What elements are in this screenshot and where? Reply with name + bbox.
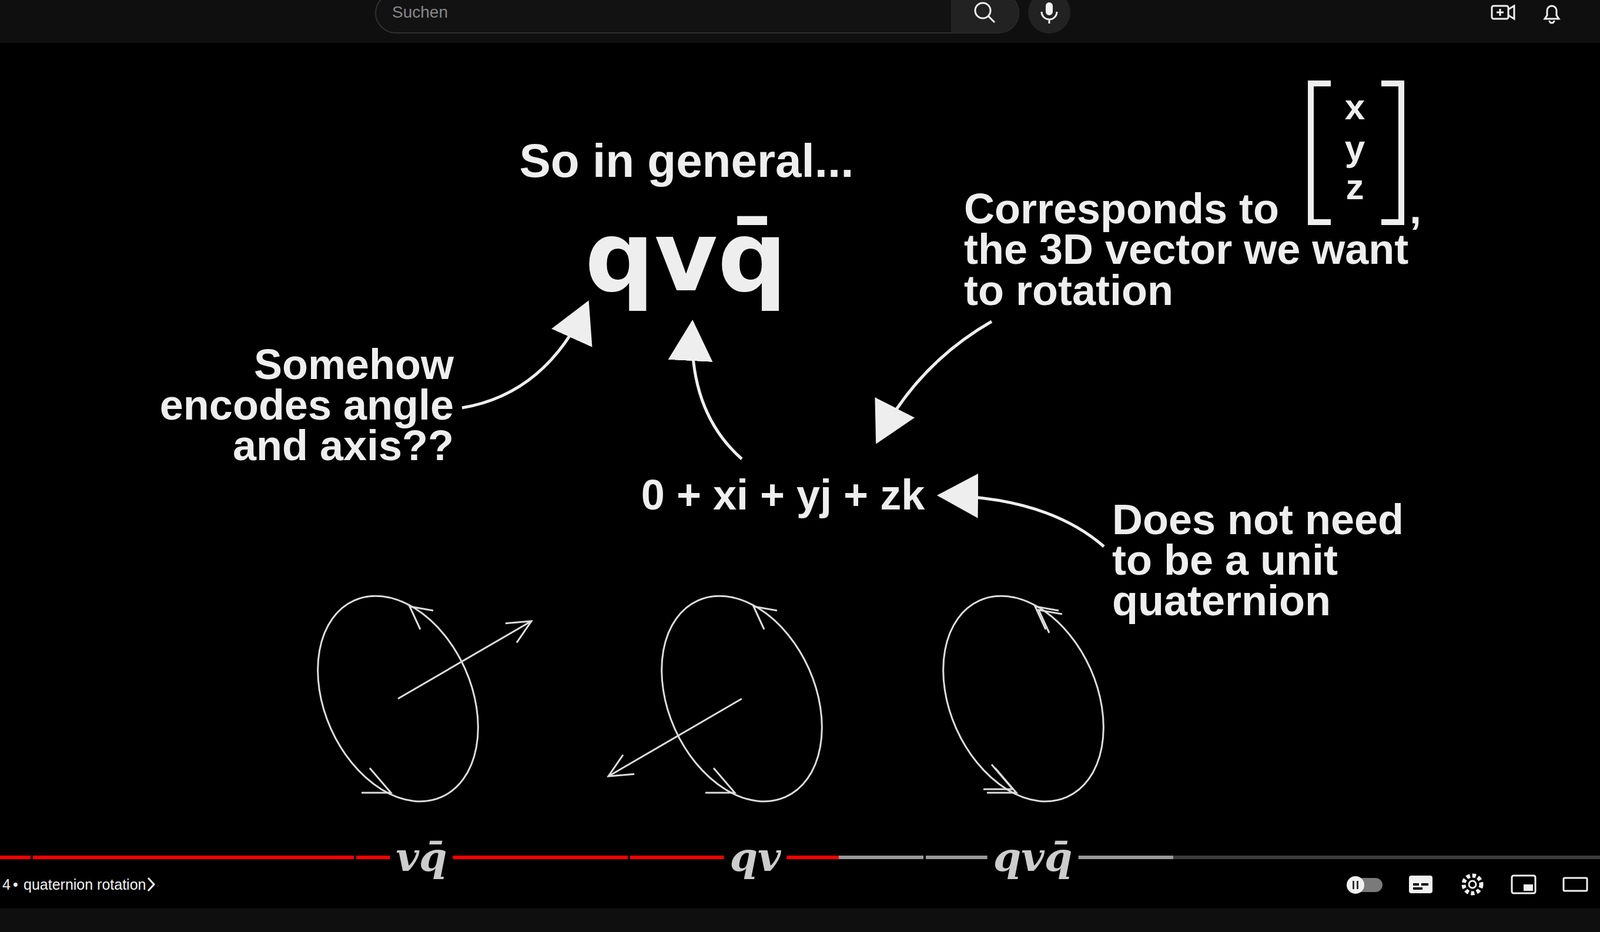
search-placeholder: Suchen [392,2,448,23]
callout-arrow [877,321,992,443]
chapter-gap [30,855,33,860]
miniplayer-icon [1523,884,1533,892]
vector-bracket [1310,83,1331,223]
subtitles-icon [1421,883,1429,886]
miniplayer-icon [1511,875,1536,894]
rotation-chevron [361,768,391,793]
chapter-separator: • [12,875,19,894]
chapter-gap [923,855,926,860]
autoplay-knob [1352,881,1355,890]
vector-entry: z [1346,168,1365,206]
create-icon [1496,5,1515,19]
search-icon [988,15,995,23]
ellipse-caption: qvq̄ [987,833,1079,881]
settings-icon [1468,881,1476,889]
note-text: the 3D vector we want to rotation [963,228,1435,311]
mic-button [1028,0,1071,34]
rotation-chevron [705,768,735,793]
note-text: Somehow encodes angle and axis?? [136,344,454,467]
punctuation: , [1409,188,1422,230]
callout-arrow [939,495,1104,547]
callout-arrow [462,302,588,408]
mic-icon [1045,2,1053,16]
note-text: Does not need to be a unit quaternion [1112,499,1424,622]
rotation-chevron [409,606,434,630]
search-button [951,0,1019,33]
ellipse-caption: vq̄ [389,833,453,881]
rotation-chevron [1038,610,1063,634]
callout-arrow [691,322,742,460]
theater-icon [1563,878,1588,892]
chapter-chevron [148,878,155,892]
axis-vector [397,621,532,699]
rotation-chevron [983,764,1013,790]
note-text: Corresponds to [963,188,1280,230]
vector-entry: y [1344,129,1365,167]
progress-track [0,855,1600,860]
ellipse-caption: qv [723,833,787,881]
subtitles-icon [1413,883,1419,886]
quaternion-expression: 0 + xi + yj + zk [641,473,925,517]
axis-vector [608,698,742,777]
formula: qvq̄ [584,208,788,306]
vector-entry: x [1344,88,1365,126]
chapter-number: 4 [2,875,11,894]
autoplay-knob [1356,881,1359,890]
ellipse-outline [912,570,1134,828]
chapter-gap [627,855,631,860]
autoplay-knob [1346,876,1365,895]
search-box [375,0,1019,33]
vector-bracket [1381,83,1402,223]
rotation-chevron [753,606,778,630]
subtitles-icon [1408,875,1433,894]
bell-icon [1544,5,1559,23]
subtitles-icon [1413,887,1423,890]
slide-title: So in general... [519,135,854,187]
page-strip [0,908,1600,932]
chapter-title: quaternion rotation [23,875,146,894]
chapter-gap [353,855,357,860]
mic-icon [1041,11,1057,24]
settings-icon [1463,875,1482,894]
rotation-ellipse [912,570,1134,828]
